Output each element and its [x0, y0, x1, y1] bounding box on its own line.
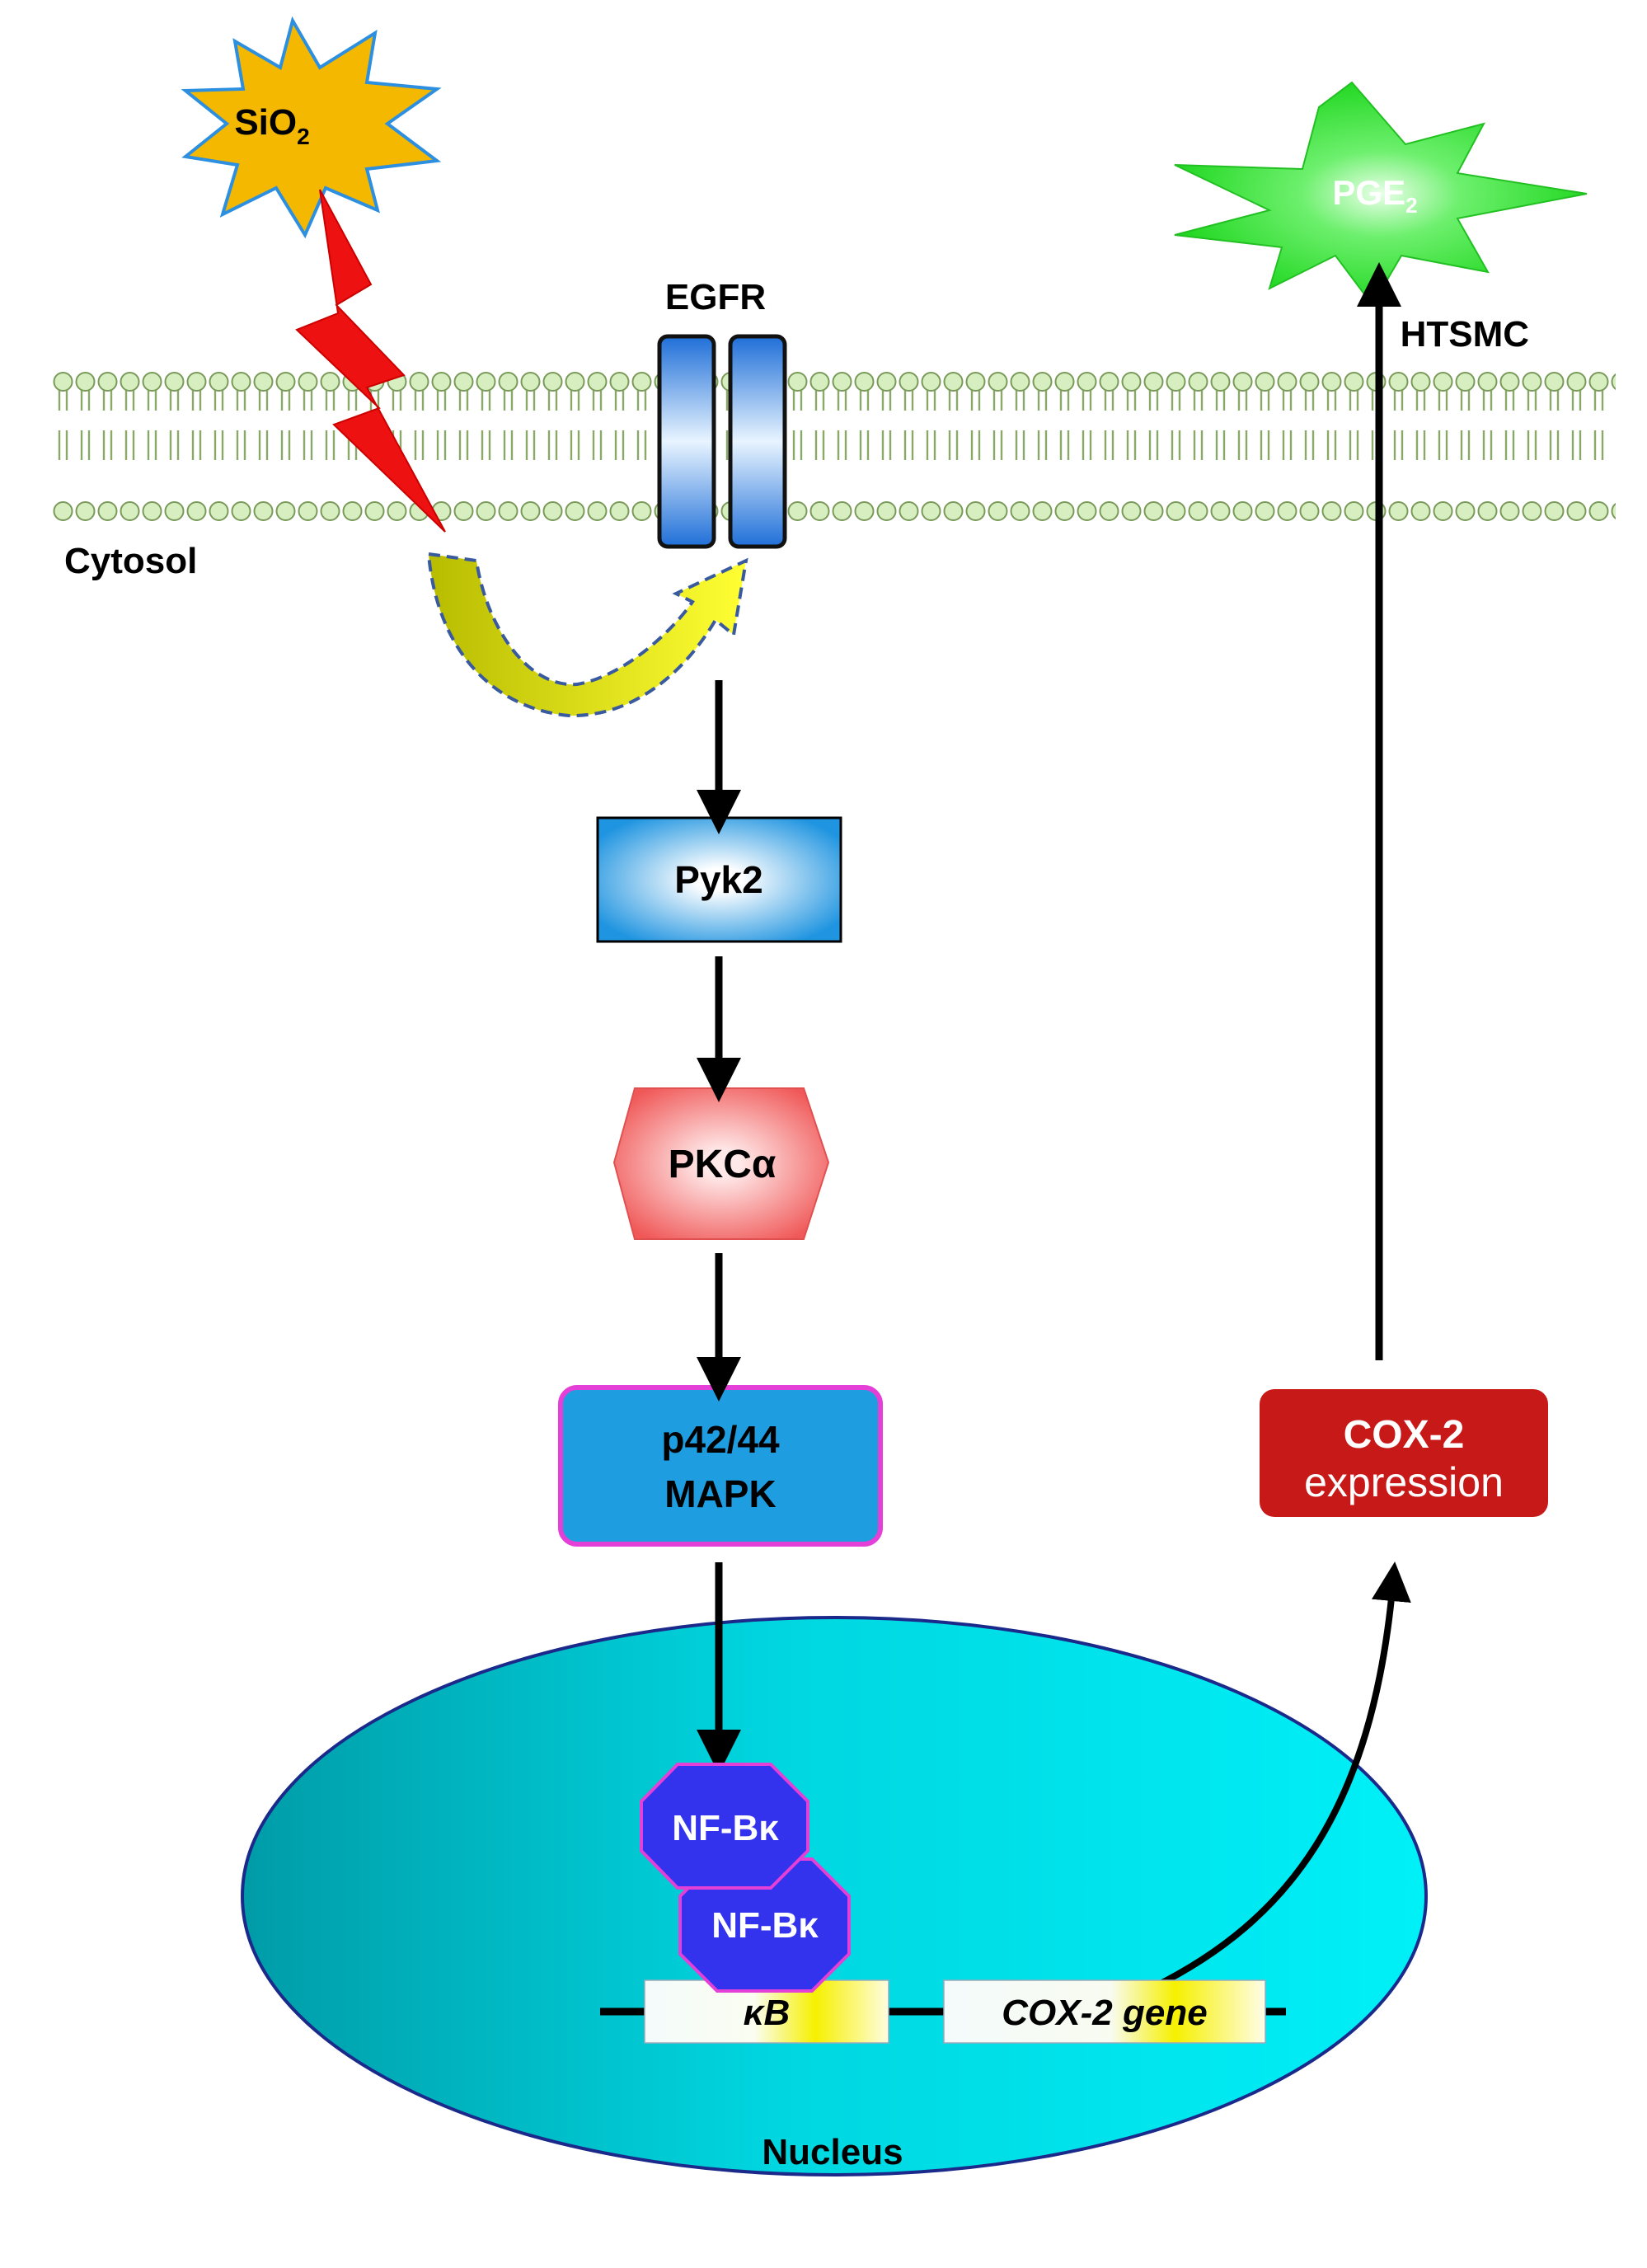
- cytosol-label: Cytosol: [64, 541, 197, 581]
- mapk-label-line1: p42/44: [661, 1418, 780, 1461]
- cox2-expression-line2: expression: [1304, 1459, 1504, 1505]
- pkc-alpha-shape: [612, 1087, 830, 1240]
- nfkb-label-2: NF-Bκ: [711, 1905, 819, 1946]
- pkc-alpha-label: PKCα: [669, 1143, 777, 1186]
- nucleus-label: Nucleus: [762, 2132, 903, 2172]
- pyk2-label: Pyk2: [674, 858, 762, 901]
- lightning-bolt-icon: [295, 189, 446, 533]
- kb-label: κB: [744, 1993, 791, 2033]
- nfkb-octagon-2: [678, 1857, 851, 1993]
- nfkb-octagon-1: [640, 1763, 809, 1890]
- cox2-expression-line1: COX-2: [1344, 1413, 1465, 1457]
- egfr-receptor: [657, 334, 787, 549]
- nfkb-complex: [640, 1763, 851, 1993]
- egfr-label: EGFR: [665, 277, 766, 317]
- pge2-label: PGE2: [1332, 173, 1417, 218]
- cox2-gene-label: COX-2 gene: [1002, 1993, 1207, 2033]
- cox2-expression-box: [1260, 1389, 1548, 1517]
- pge2-burst: [1174, 81, 1588, 307]
- sio2-label: SiO2: [234, 102, 309, 149]
- sio2-burst: [181, 16, 442, 239]
- pyk2-box: [596, 816, 842, 943]
- cox2-gene-element: [943, 1979, 1266, 2044]
- htsmc-label: HTSMC: [1401, 314, 1529, 355]
- pathway-arrows: [697, 262, 1411, 1990]
- cell-membrane: [51, 363, 1616, 528]
- transactivation-arrow: [426, 552, 748, 718]
- mapk-box: [558, 1385, 883, 1547]
- nfkb-label-1: NF-Bκ: [672, 1808, 779, 1848]
- mapk-label-line2: MAPK: [664, 1472, 776, 1515]
